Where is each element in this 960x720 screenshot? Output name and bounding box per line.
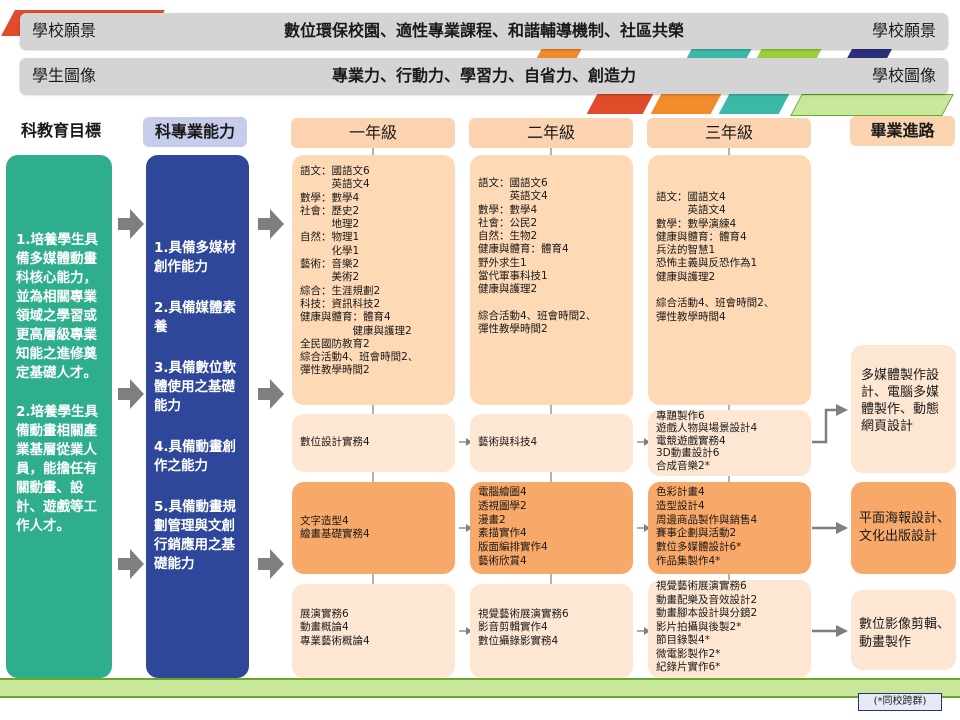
header-year2: 二年級 [469,118,633,148]
ability-5: 5.具備動畫規劃管理與文創行銷應用之基礎能力 [154,499,237,572]
banner-profile-center: 專業力、行動力、學習力、自省力、創造力 [331,66,636,85]
column-arrows [118,209,284,579]
banner-profile: 學生圖像 專業力、行動力、學習力、自省力、創造力 學校圖像 [20,58,948,94]
row-c-year1: 展演實務6 動畫概論4 專業藝術概論4 [292,584,455,678]
row-c-year3: 視覺藝術展演實務6 動畫配樂及音效設計2 動畫腳本設計與分鏡2 影片拍攝與後製2… [648,580,811,678]
header-year3: 三年級 [647,118,811,148]
arrow-goals-to-abilities-1 [118,209,144,239]
general-year2: 語文：國語文6 英語文4 數學：數學4 社會：公民2 自然：生物2 健康與體育：… [470,155,633,405]
career-1: 多媒體製作設計、電腦多媒體製作、動態網頁設計 [851,345,956,473]
row-a-year2: 藝術與科技4 [470,414,633,472]
bottom-band [0,678,960,698]
abilities-panel: 1.具備多媒材創作能力 2.具備媒體素養 3.具備數位軟體使用之基礎能力 4.具… [146,155,249,678]
header-goals: 科教育目標 [20,121,101,140]
arrow-abilities-to-year1-3 [258,549,284,579]
row-b-year2: 電腦繪圖4 透視圖學2 漫畫2 素描實作4 版面編排實作4 藝術欣賞4 [470,482,633,574]
banner-profile-right: 學校圖像 [871,66,936,85]
row-b-year1: 文字造型4 繪畫基礎實務4 [292,482,455,574]
career-3: 數位影像剪輯、動畫製作 [851,590,956,670]
ability-2: 2.具備媒體素養 [154,300,237,335]
ability-4: 4.具備動畫創作之能力 [154,439,237,474]
arrow-abilities-to-year1-2 [258,379,284,409]
banner-vision-left: 學校願景 [32,21,97,40]
banner-vision-center: 數位環保校園、適性專業課程、和諧輔導機制、社區共榮 [283,21,684,40]
row-c-year2: 視覺藝術展演實務6 影音剪輯實作4 數位攝錄影實務4 [470,584,633,678]
arrow-goals-to-abilities-3 [118,549,144,579]
arrow-to-career-1 [812,408,838,444]
arrow-goals-to-abilities-2 [118,379,144,409]
banner-profile-left: 學生圖像 [32,66,97,85]
row-a-year3: 專題製作6 遊戲人物與場景設計4 電競遊戲實務4 3D動畫設計6 合成音樂2* [648,410,811,476]
career-2: 平面海報設計、文化出版設計 [851,482,956,574]
goal-2: 2.培養學生具備動畫相關產業基層從業人員，能擔任有關動畫、設計、遊戲等工作人才。 [16,404,99,534]
header-year1: 一年級 [291,118,455,148]
header-abilities: 科專業能力 [143,117,247,147]
row-b-year3: 色彩計畫4 造型設計4 周邊商品製作與銷售4 賽事企劃與活動2 數位多媒體設計6… [648,482,811,574]
ability-1: 1.具備多媒材創作能力 [154,240,237,275]
goal-1: 1.培養學生具備多媒體動畫科核心能力，並為相關專業領域之學習或更高層級專業知能之… [16,232,99,381]
general-year1: 語文：國語文6 英語文4 數學：數學4 社會：歷史2 地理2 自然：物理1 化學… [292,155,455,405]
footnote-box: (*同校跨群) [858,693,942,711]
ability-3: 3.具備數位軟體使用之基礎能力 [154,360,237,414]
header-career: 畢業進路 [850,116,955,146]
arrow-abilities-to-year1-1 [258,209,284,239]
general-year3: 語文：國語文4 英語文4 數學：數學演練4 健康與體育：體育4 兵法的智慧1 恐… [648,155,811,405]
banner-vision-right: 學校願景 [871,21,936,40]
row-a-year1: 數位設計實務4 [292,414,455,472]
banner-vision: 學校願景 數位環保校園、適性專業課程、和諧輔導機制、社區共榮 學校願景 [20,13,948,49]
goals-panel: 1.培養學生具備多媒體動畫科核心能力，並為相關專業領域之學習或更高層級專業知能之… [6,155,112,678]
